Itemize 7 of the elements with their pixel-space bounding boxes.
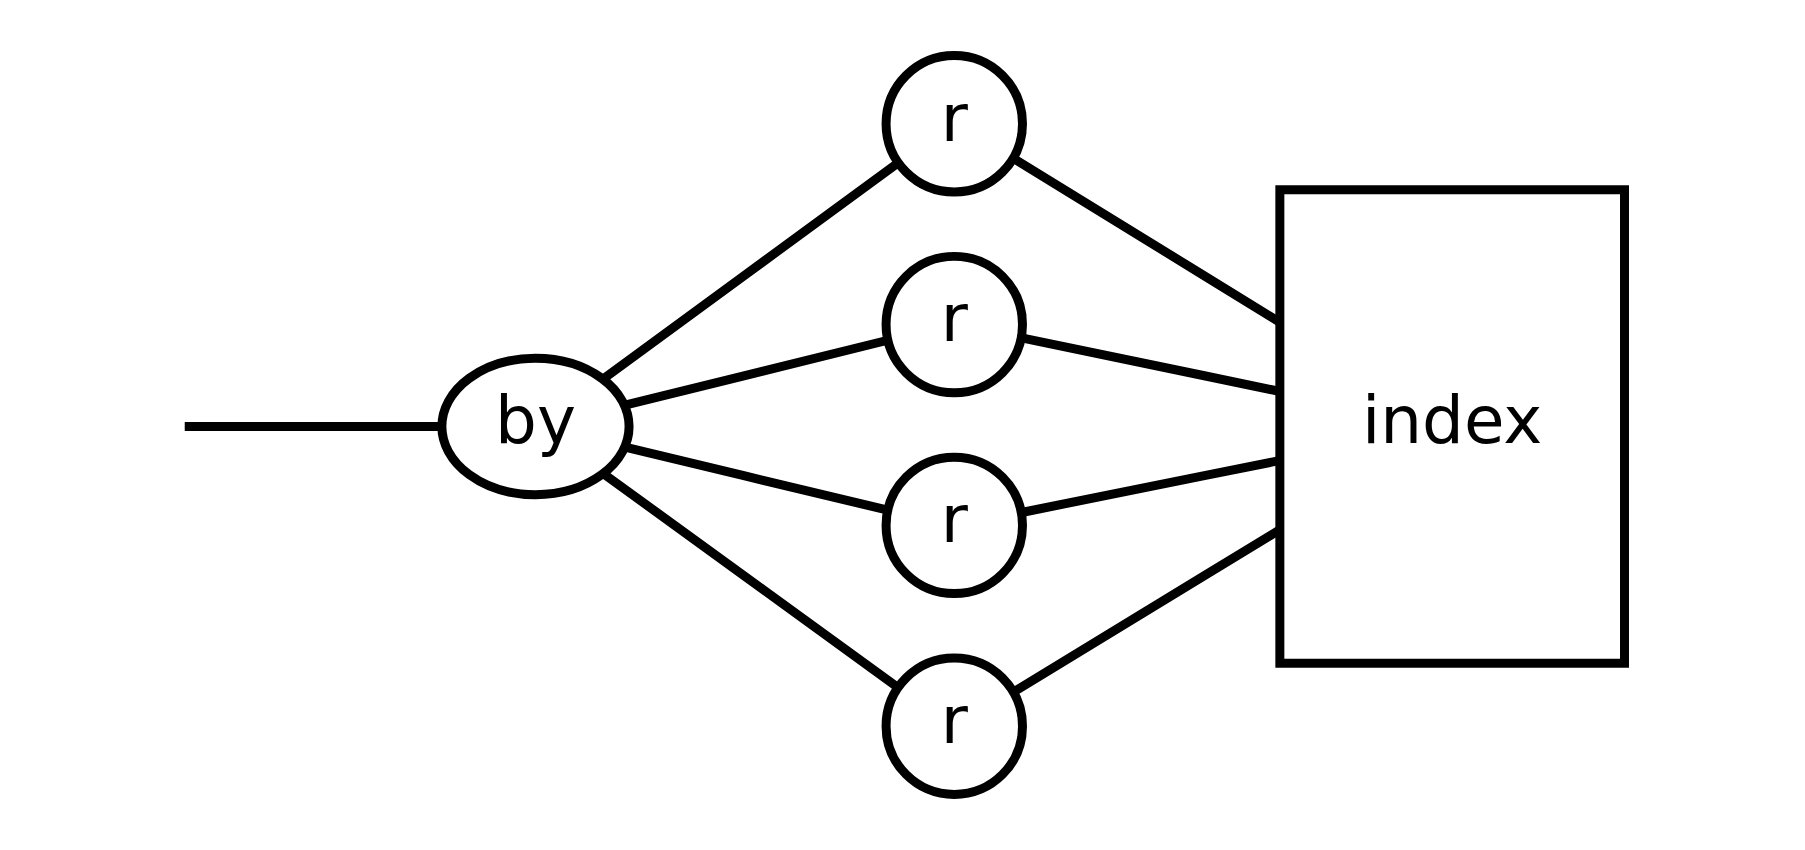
node-circle: r: [881, 251, 1027, 398]
node-circle: r: [881, 452, 1027, 599]
node-circle: r: [881, 51, 1027, 197]
connector: [599, 159, 900, 383]
node-circle: r: [881, 653, 1027, 799]
node-ellipse: by: [436, 353, 634, 500]
node-box: index: [1274, 185, 1629, 668]
